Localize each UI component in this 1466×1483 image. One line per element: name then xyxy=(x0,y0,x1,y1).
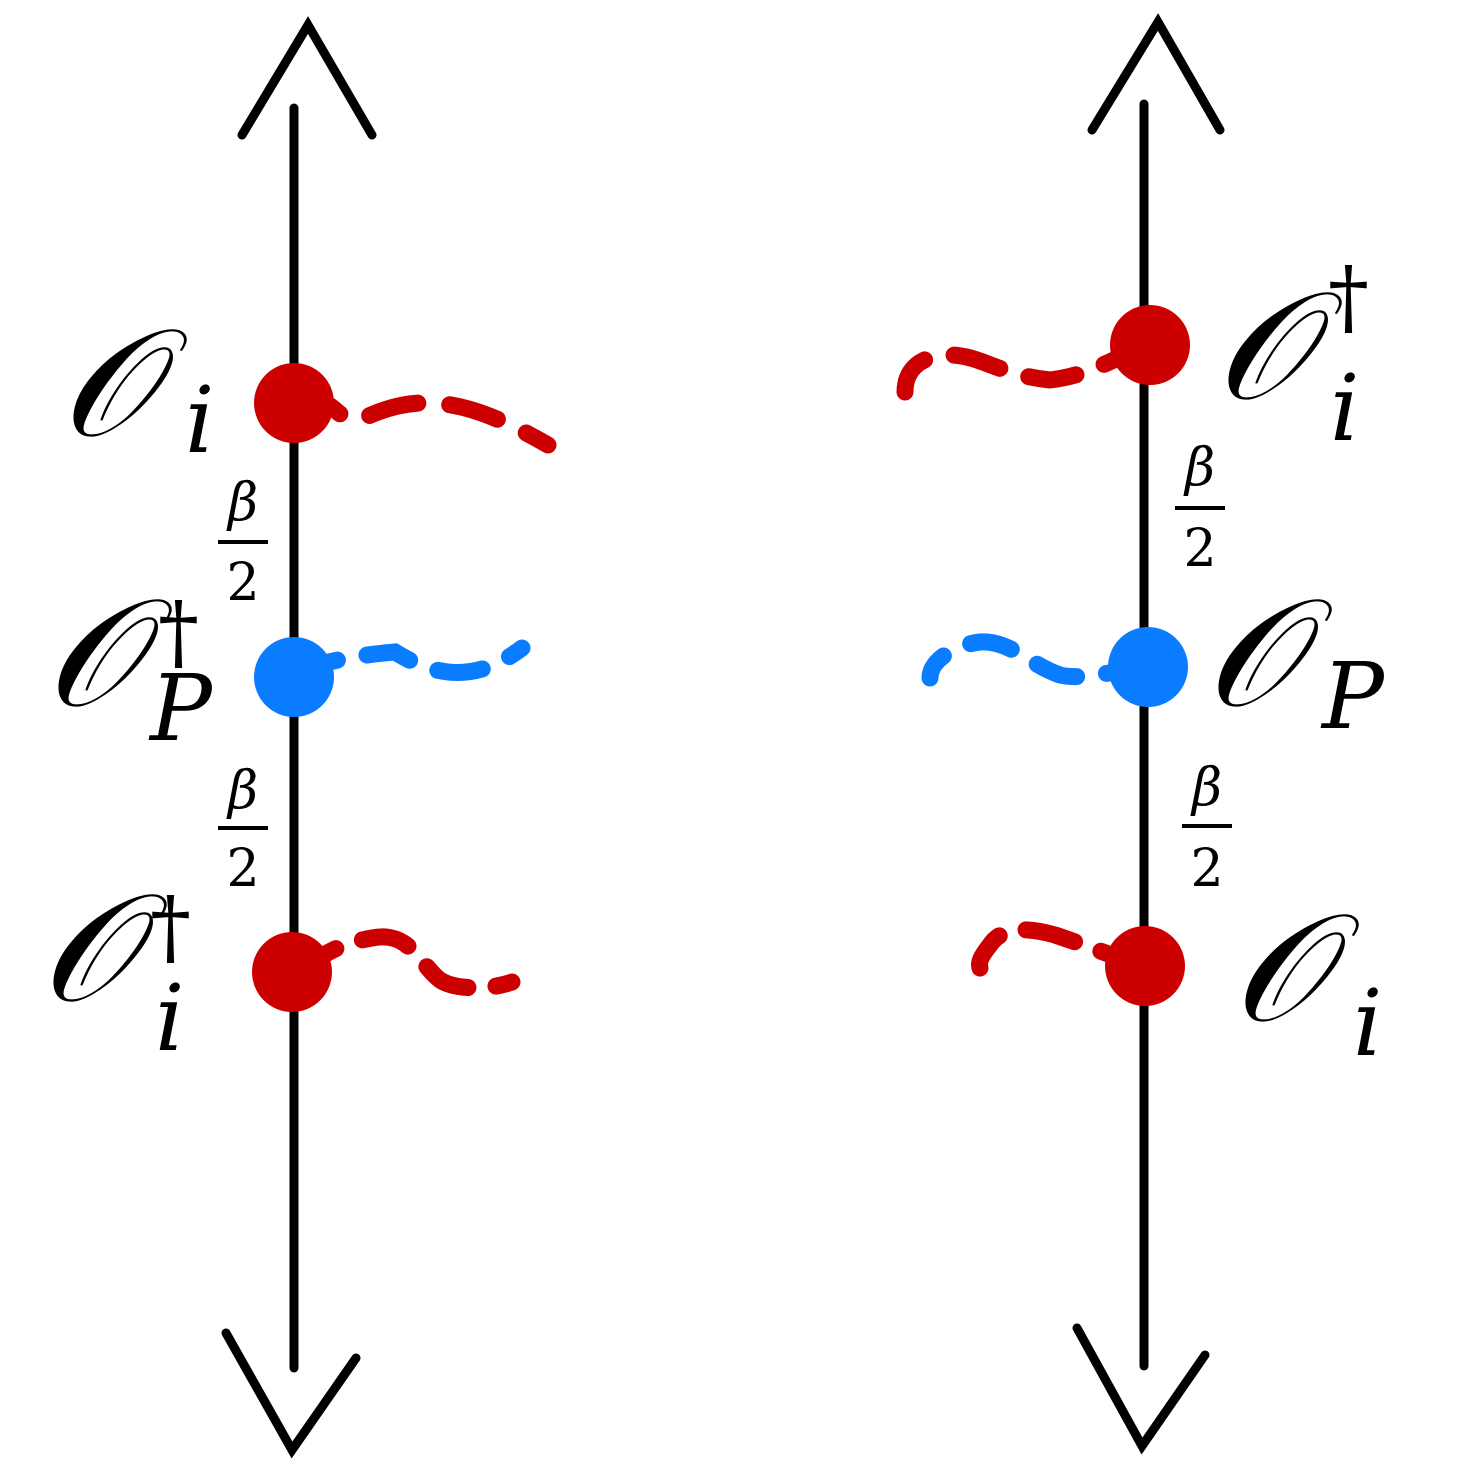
right-bottom-red-connector xyxy=(971,921,1157,977)
right-time-axis xyxy=(1072,13,1225,1455)
fraction-denominator: 2 xyxy=(1183,519,1216,579)
right-middle-blue-connector xyxy=(921,633,1157,687)
left-top-operator-label: 𝒪 i xyxy=(60,297,214,474)
fraction-denominator: 2 xyxy=(226,553,259,613)
operator-superscript: † xyxy=(158,585,199,680)
right-top-operator-dot xyxy=(1110,305,1190,385)
left-bottom-operator-label: 𝒪 † i xyxy=(40,862,191,1072)
right-middle-operator-label: 𝒪 P xyxy=(1205,567,1386,750)
left-up-arrowhead xyxy=(237,16,377,140)
fraction-numerator: β xyxy=(1190,758,1222,818)
operator-subscript: i xyxy=(1353,970,1382,1077)
left-time-axis xyxy=(221,16,377,1459)
right-bottom-operator-label: 𝒪 i xyxy=(1232,882,1382,1077)
operator-symbol: 𝒪 xyxy=(40,862,168,1036)
operator-subscript: P xyxy=(148,655,214,762)
right-middle-operator-dot xyxy=(1108,627,1188,707)
operator-subscript: P xyxy=(1320,643,1386,750)
right-down-arrowhead xyxy=(1072,1323,1210,1455)
operator-superscript: † xyxy=(1328,250,1369,345)
operator-symbol: 𝒪 xyxy=(1215,260,1343,434)
left-upper-beta-fraction: β 2 xyxy=(218,473,268,613)
right-top-operator-label: 𝒪 † i xyxy=(1215,250,1369,462)
fraction-denominator: 2 xyxy=(1190,839,1223,899)
operator-subscript: i xyxy=(155,965,184,1072)
fraction-numerator: β xyxy=(1183,438,1215,498)
left-top-operator-dot xyxy=(254,363,334,443)
operator-subscript: i xyxy=(185,367,214,474)
right-up-arrowhead xyxy=(1087,13,1225,135)
operator-superscript: † xyxy=(150,880,191,975)
right-lower-beta-fraction: β 2 xyxy=(1182,758,1232,899)
operator-subscript: i xyxy=(1330,355,1359,462)
left-middle-operator-label: 𝒪 † P xyxy=(45,567,214,762)
left-lower-beta-fraction: β 2 xyxy=(218,761,268,899)
operator-symbol: 𝒪 xyxy=(1232,882,1360,1056)
right-upper-beta-fraction: β 2 xyxy=(1175,438,1225,579)
right-bottom-operator-dot xyxy=(1105,926,1185,1006)
fraction-numerator: β xyxy=(226,473,258,533)
left-middle-operator-dot xyxy=(254,637,334,717)
left-down-arrowhead xyxy=(221,1328,361,1459)
operator-symbol: 𝒪 xyxy=(1205,567,1333,741)
left-bottom-operator-dot xyxy=(252,932,332,1012)
right-top-red-connector xyxy=(896,336,1157,401)
fraction-denominator: 2 xyxy=(226,839,259,899)
operator-symbol: 𝒪 xyxy=(60,297,188,471)
fraction-numerator: β xyxy=(226,761,258,821)
